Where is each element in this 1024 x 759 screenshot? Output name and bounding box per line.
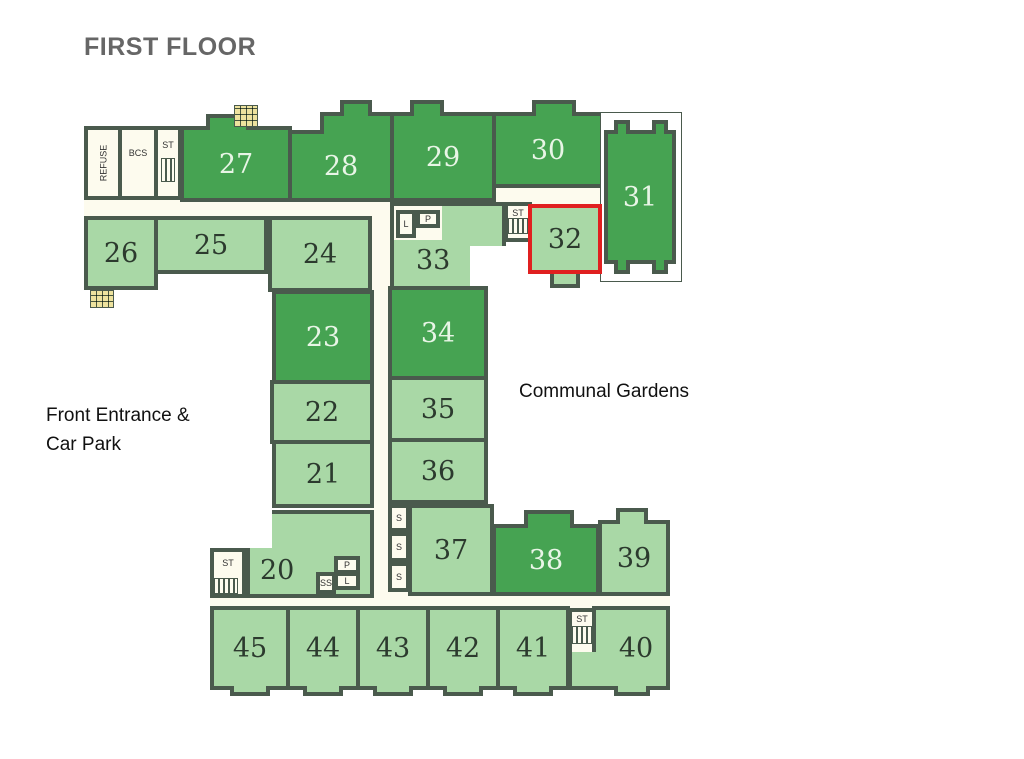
unit-31-bay-s1 bbox=[614, 260, 630, 274]
unit-22[interactable]: 22 bbox=[270, 380, 374, 444]
unit-26[interactable]: 26 bbox=[84, 216, 158, 290]
lift-south: L bbox=[334, 572, 360, 590]
unit-41[interactable]: 41 bbox=[496, 606, 570, 690]
front-entrance-label: Front Entrance & Car Park bbox=[46, 405, 190, 455]
unit-38[interactable]: 38 bbox=[492, 524, 600, 596]
stairs-icon bbox=[214, 578, 238, 594]
balcony-grid bbox=[90, 290, 114, 308]
unit-20[interactable]: 20 bbox=[246, 510, 374, 598]
bay bbox=[614, 686, 650, 696]
bay bbox=[230, 686, 270, 696]
unit-32-highlighted[interactable]: 32 bbox=[528, 204, 602, 274]
stairs-icon bbox=[161, 158, 175, 182]
unit-29[interactable]: 29 bbox=[390, 112, 496, 202]
lift-north-box: L bbox=[396, 210, 416, 238]
bay bbox=[303, 686, 343, 696]
store-1: S bbox=[388, 504, 410, 532]
unit-31-bay-n1 bbox=[614, 120, 630, 134]
unit-24[interactable]: 24 bbox=[268, 216, 372, 292]
unit-45[interactable]: 45 bbox=[210, 606, 290, 690]
unit-25[interactable]: 25 bbox=[154, 216, 268, 274]
unit-42[interactable]: 42 bbox=[426, 606, 500, 690]
unit-21[interactable]: 21 bbox=[272, 440, 374, 508]
unit-28-bay-top bbox=[340, 100, 372, 116]
unit-31[interactable]: 31 bbox=[604, 130, 676, 264]
store-3: S bbox=[388, 562, 410, 592]
ss-south: SS bbox=[316, 572, 336, 594]
bay bbox=[443, 686, 483, 696]
bay bbox=[513, 686, 553, 696]
unit-44[interactable]: 44 bbox=[286, 606, 360, 690]
refuse-room: REFUSE bbox=[84, 126, 122, 200]
unit-30-bay bbox=[532, 100, 576, 116]
bay bbox=[373, 686, 413, 696]
page-title: FIRST FLOOR bbox=[84, 33, 257, 61]
unit-31-bay-s2 bbox=[652, 260, 668, 274]
unit-23[interactable]: 23 bbox=[272, 290, 374, 384]
unit-31-bay-n2 bbox=[652, 120, 668, 134]
unit-27[interactable]: 27 bbox=[180, 126, 292, 202]
balcony-grid bbox=[234, 105, 258, 127]
communal-gardens-label: Communal Gardens bbox=[519, 381, 690, 402]
stairs-icon bbox=[508, 218, 528, 234]
unit-28[interactable]: 28 bbox=[288, 130, 394, 202]
unit-32-bay bbox=[550, 274, 580, 288]
unit-30[interactable]: 30 bbox=[492, 112, 604, 188]
unit-34[interactable]: 34 bbox=[388, 286, 488, 380]
corridor-central bbox=[370, 200, 390, 610]
unit-40[interactable]: 40 bbox=[592, 606, 670, 690]
unit-36[interactable]: 36 bbox=[388, 438, 488, 504]
unit-38-bay bbox=[524, 510, 574, 528]
unit-35[interactable]: 35 bbox=[388, 376, 488, 442]
unit-43[interactable]: 43 bbox=[356, 606, 430, 690]
unit-40-ext bbox=[568, 652, 596, 690]
stairs-icon bbox=[572, 626, 592, 644]
store-2: S bbox=[388, 532, 410, 562]
unit-20-notch bbox=[246, 506, 272, 548]
unit-39-bay bbox=[616, 508, 648, 524]
unit-39[interactable]: 39 bbox=[598, 520, 670, 596]
bcs-room: BCS bbox=[118, 126, 158, 200]
unit-37[interactable]: 37 bbox=[408, 504, 494, 596]
plant-north-box: P bbox=[416, 210, 440, 228]
unit-29-bay bbox=[410, 100, 444, 116]
